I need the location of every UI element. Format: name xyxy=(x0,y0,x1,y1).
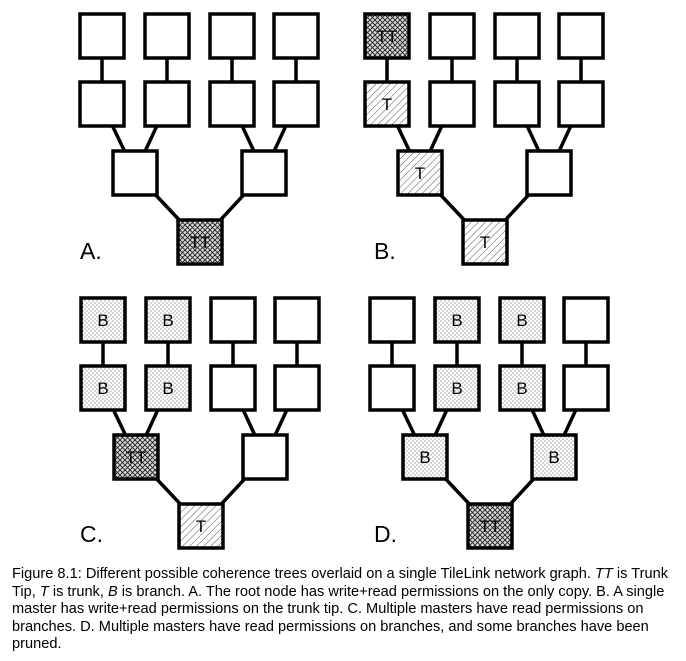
node-root xyxy=(466,502,514,550)
node-m1 xyxy=(79,364,127,412)
node-l3 xyxy=(208,12,256,60)
node-label-root: TT xyxy=(190,233,211,252)
node-label-l1: B xyxy=(97,311,108,330)
node-l4 xyxy=(273,296,321,344)
node-label-l1: TT xyxy=(377,27,398,46)
node-b2 xyxy=(525,149,573,197)
node-m4 xyxy=(272,80,320,128)
node-m3 xyxy=(498,364,546,412)
node-label-m2: B xyxy=(162,379,173,398)
node-root xyxy=(461,218,509,266)
node-m4 xyxy=(562,364,610,412)
caption-text-1: Different possible coherence trees overl… xyxy=(81,566,595,582)
node-b1 xyxy=(111,149,159,197)
node-b1 xyxy=(112,433,160,481)
panel-a: TT A. xyxy=(78,12,320,266)
node-l2 xyxy=(433,296,481,344)
node-m2 xyxy=(433,364,481,412)
node-m2 xyxy=(428,80,476,128)
node-m3 xyxy=(209,364,257,412)
panel-d: B B B B B B TT D. xyxy=(368,296,610,550)
node-l1 xyxy=(368,296,416,344)
node-label-b2: B xyxy=(548,448,559,467)
node-label-root: T xyxy=(196,517,206,536)
node-label-root: T xyxy=(480,233,490,252)
figure-caption: Figure 8.1: Different possible coherence… xyxy=(12,566,682,654)
caption-text-4: is branch. A. The root node has write+re… xyxy=(12,583,665,653)
node-l1 xyxy=(79,296,127,344)
node-l3 xyxy=(493,12,541,60)
panel-label-b: B. xyxy=(374,238,396,264)
node-b2 xyxy=(241,433,289,481)
node-b2 xyxy=(530,433,578,481)
caption-b: B xyxy=(107,583,118,600)
caption-text-3: is trunk, xyxy=(48,583,108,600)
node-b1 xyxy=(401,433,449,481)
panel-label-d: D. xyxy=(374,521,397,547)
node-l1 xyxy=(363,12,411,60)
node-label-m1: B xyxy=(97,379,108,398)
node-m1 xyxy=(368,364,416,412)
panel-label-c: C. xyxy=(80,521,103,547)
node-label-m2: B xyxy=(451,379,462,398)
caption-text-2: is Trunk Tip, xyxy=(12,566,668,600)
node-m2 xyxy=(143,80,191,128)
node-b1 xyxy=(396,149,444,197)
node-l4 xyxy=(562,296,610,344)
node-label-l2: B xyxy=(162,311,173,330)
node-l3 xyxy=(209,296,257,344)
node-l4 xyxy=(272,12,320,60)
node-label-root: TT xyxy=(480,517,501,536)
node-label-m3: B xyxy=(516,379,527,398)
node-label-l2: B xyxy=(451,311,462,330)
node-m3 xyxy=(208,80,256,128)
panel-label-a: A. xyxy=(80,238,102,264)
node-l2 xyxy=(428,12,476,60)
node-m4 xyxy=(273,364,321,412)
node-label-m1: T xyxy=(382,95,392,114)
node-l1 xyxy=(78,12,126,60)
node-l3 xyxy=(498,296,546,344)
node-m3 xyxy=(493,80,541,128)
node-l2 xyxy=(144,296,192,344)
caption-figure-number: Figure 8.1: xyxy=(12,566,82,582)
node-root xyxy=(177,502,225,550)
node-m4 xyxy=(557,80,605,128)
node-label-b1: T xyxy=(415,164,425,183)
node-l2 xyxy=(143,12,191,60)
node-label-b1: B xyxy=(419,448,430,467)
caption-tt: TT xyxy=(595,566,613,582)
node-label-l3: B xyxy=(516,311,527,330)
node-label-b1: TT xyxy=(126,448,147,467)
node-l4 xyxy=(557,12,605,60)
node-m1 xyxy=(78,80,126,128)
node-m2 xyxy=(144,364,192,412)
node-root xyxy=(176,218,224,266)
node-m1 xyxy=(363,80,411,128)
caption-t: T xyxy=(39,583,49,600)
node-b2 xyxy=(240,149,288,197)
